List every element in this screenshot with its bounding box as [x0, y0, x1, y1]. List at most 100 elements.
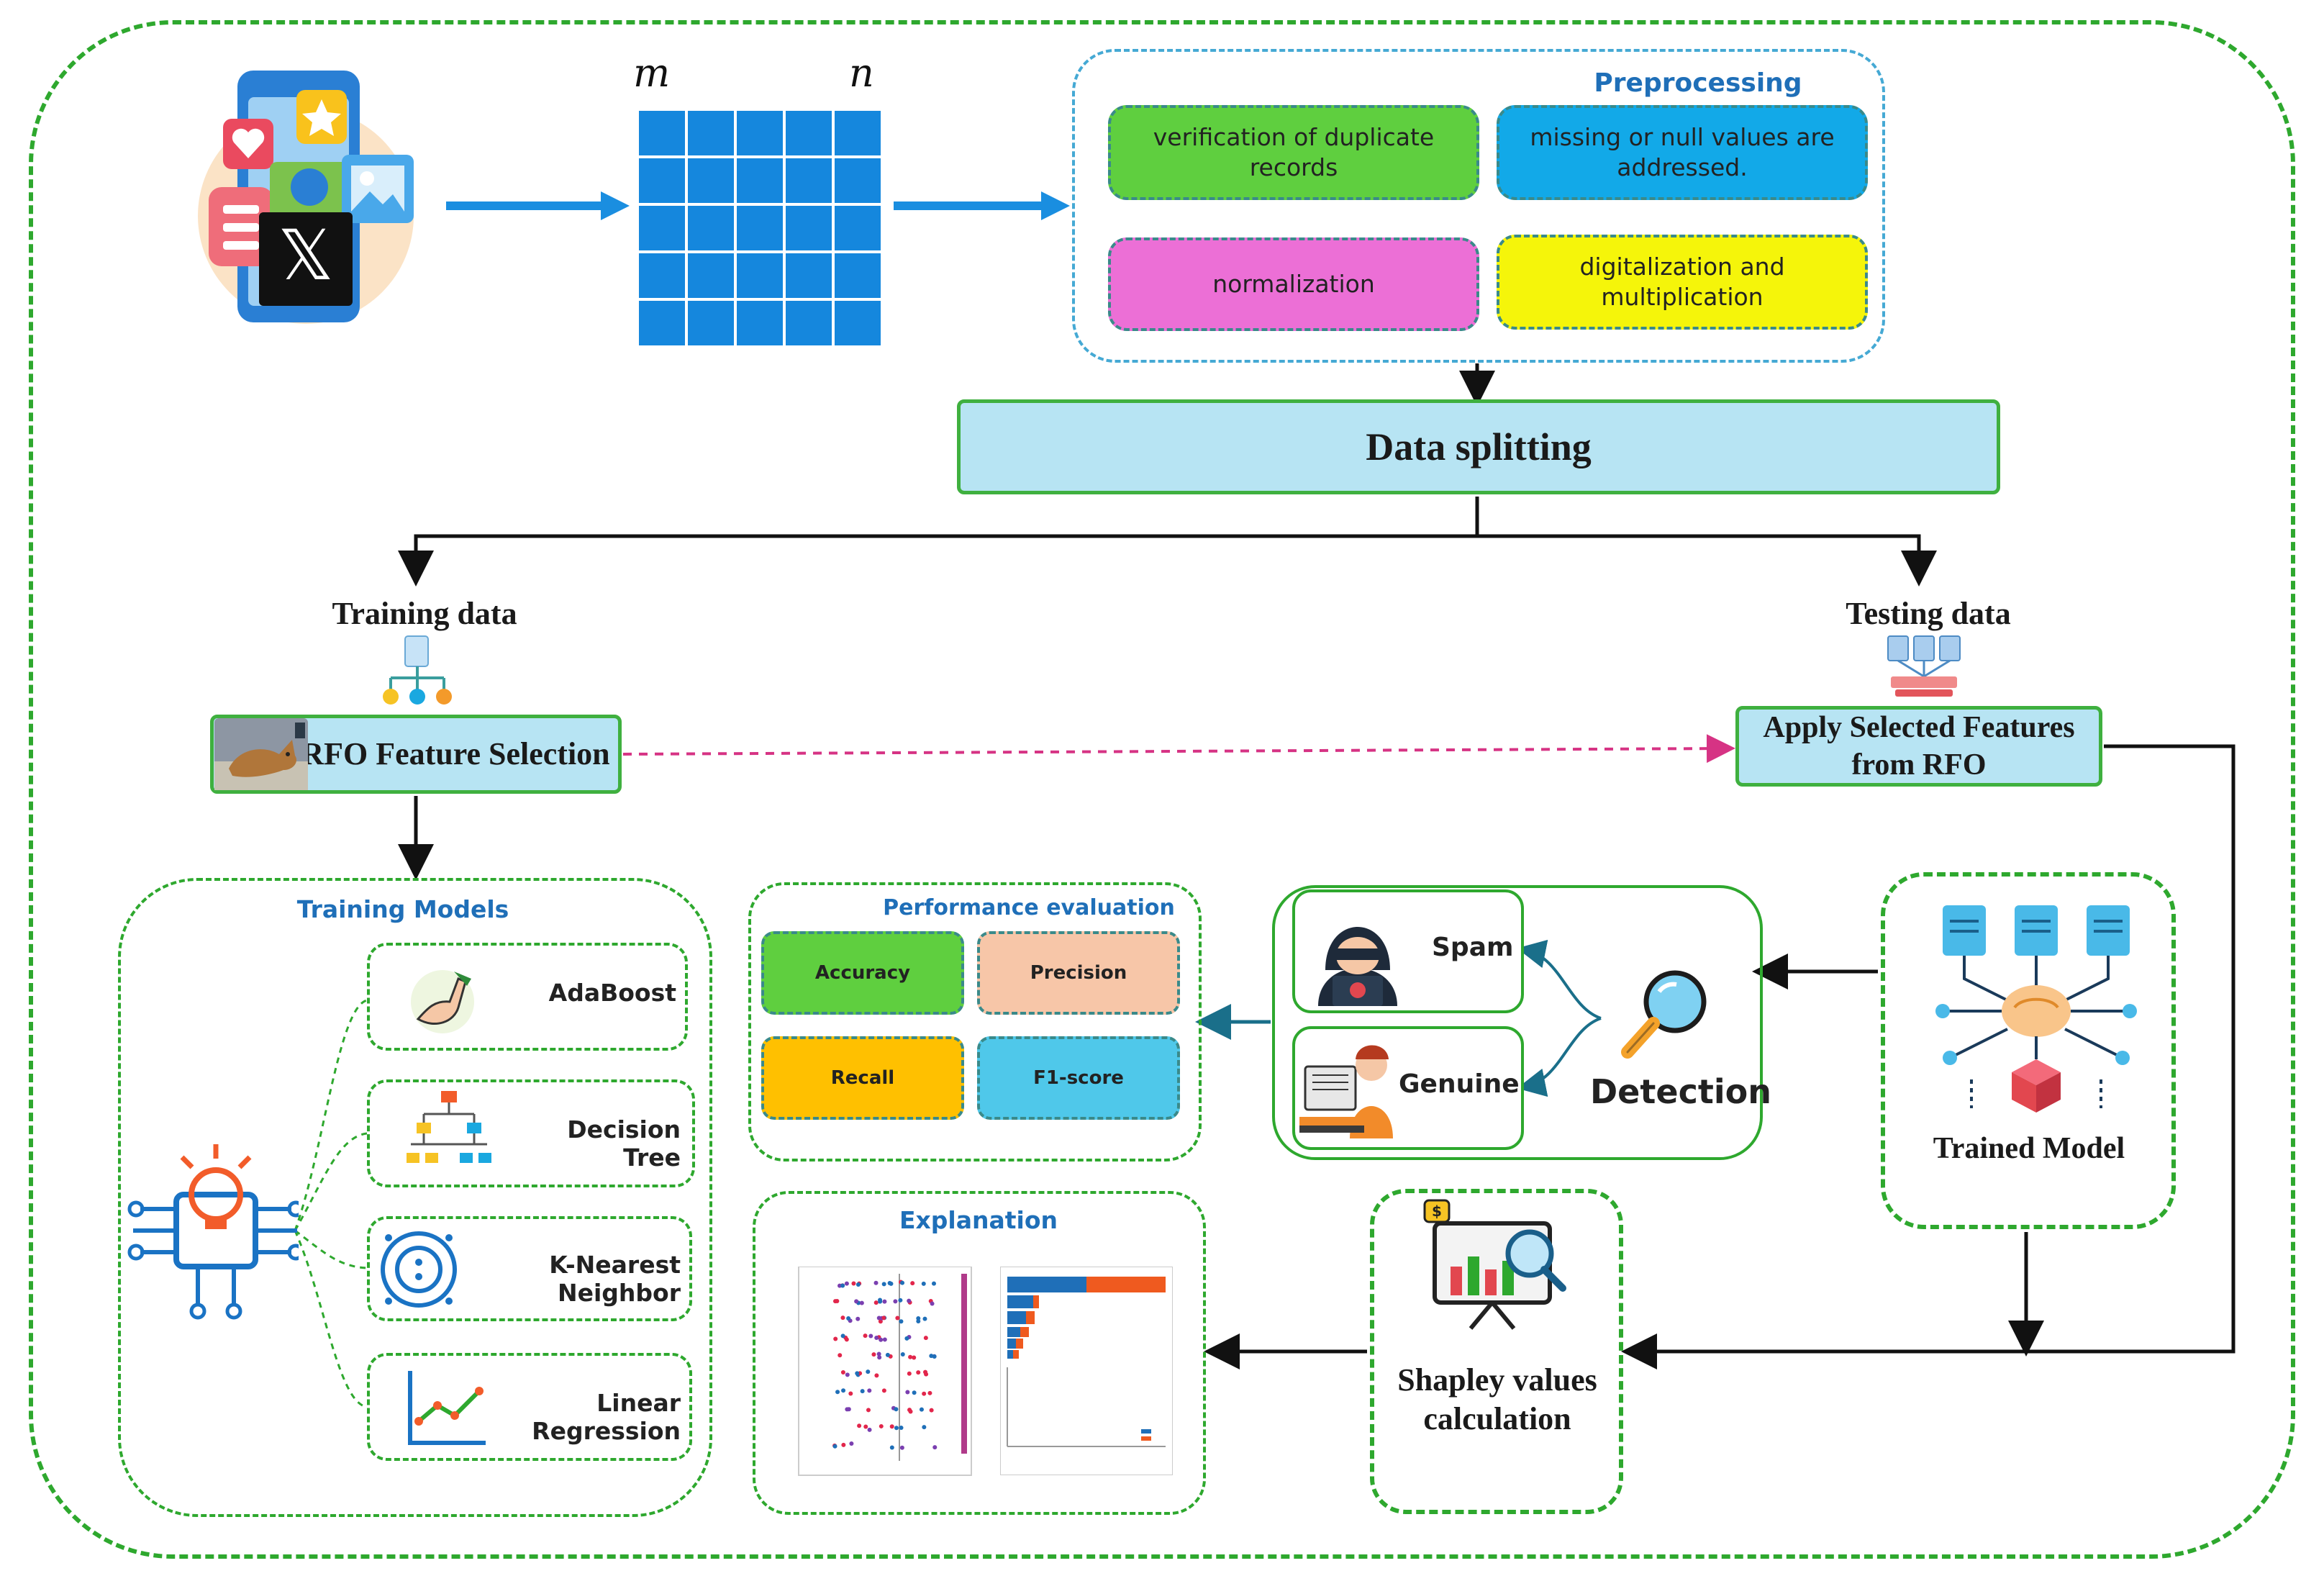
metric-precision: Precision — [977, 931, 1180, 1015]
trained-model-brain-icon — [1935, 905, 2137, 1113]
beeswarm-point — [882, 1337, 887, 1342]
fox-image — [214, 718, 308, 790]
training-models-title: Training Models — [296, 895, 509, 923]
preprocessing-title: Preprocessing — [1594, 68, 1802, 98]
beeswarm-point — [905, 1390, 910, 1395]
adaboost-icon — [411, 970, 474, 1033]
matrix-cell — [737, 111, 783, 155]
beeswarm-point — [889, 1445, 894, 1450]
beeswarm-point — [930, 1301, 935, 1306]
spam-label: Spam — [1432, 933, 1514, 962]
beeswarm-point — [878, 1299, 883, 1304]
beeswarm-point — [894, 1426, 899, 1431]
preprocessing-missing-values: missing or null values are addressed. — [1497, 105, 1868, 200]
beeswarm-point — [873, 1300, 879, 1305]
beeswarm-point — [855, 1371, 860, 1376]
matrix-cell — [639, 301, 685, 345]
shapley-label: Shapley values calculation — [1397, 1362, 1597, 1436]
beeswarm-point — [922, 1316, 927, 1321]
metric-recall: Recall — [761, 1036, 964, 1120]
outer-frame — [29, 20, 2295, 1559]
beeswarm-point — [867, 1427, 872, 1432]
matrix-cell — [737, 158, 783, 203]
beeswarm-point — [923, 1369, 928, 1375]
beeswarm-point — [848, 1391, 853, 1396]
beeswarm-point — [904, 1336, 909, 1341]
beeswarm-point — [863, 1333, 868, 1339]
shap-beeswarm-plot — [798, 1267, 972, 1476]
arrow-to-matrix — [446, 191, 630, 220]
beeswarm-point — [912, 1355, 917, 1360]
beeswarm-point — [876, 1351, 881, 1357]
metric-accuracy: Accuracy — [761, 931, 964, 1015]
arrow-to-preprocessing — [894, 191, 1070, 220]
beeswarm-point — [881, 1315, 886, 1321]
beeswarm-point — [879, 1337, 884, 1342]
preprocessing-normalization: normalization — [1108, 237, 1479, 331]
matrix-cell — [835, 301, 881, 345]
testing-data-icon — [1887, 635, 1961, 697]
beeswarm-point — [899, 1425, 904, 1430]
beeswarm-point — [859, 1300, 864, 1305]
training-data-icon — [383, 635, 452, 705]
beeswarm-point — [898, 1298, 903, 1303]
beeswarm-point — [893, 1299, 898, 1304]
beeswarm-point — [840, 1369, 845, 1375]
beeswarm-point — [921, 1281, 926, 1286]
magnifier-icon — [1621, 970, 1707, 1059]
beeswarm-point — [838, 1353, 843, 1358]
beeswarm-point — [916, 1370, 921, 1375]
matrix-cell — [688, 301, 734, 345]
beeswarm-point — [922, 1425, 927, 1430]
beeswarm-point — [867, 1388, 872, 1393]
beeswarm-point — [857, 1423, 862, 1428]
matrix-cell — [737, 253, 783, 298]
beeswarm-point — [845, 1372, 850, 1377]
matrix-cell — [639, 111, 685, 155]
matrix-cell — [737, 206, 783, 250]
shapley-chart-icon: $ — [1423, 1199, 1566, 1330]
beeswarm-point — [874, 1335, 879, 1340]
matrix-cell — [835, 158, 881, 203]
beeswarm-point — [916, 1319, 921, 1324]
beeswarm-point — [908, 1354, 913, 1359]
beeswarm-point — [895, 1315, 900, 1321]
explanation-title: Explanation — [899, 1205, 1058, 1234]
matrix-cell — [835, 253, 881, 298]
shap-bar-plot — [1000, 1267, 1173, 1475]
beeswarm-point — [868, 1333, 873, 1339]
training-models-container — [118, 878, 712, 1517]
beeswarm-point — [907, 1298, 912, 1303]
matrix-n-label: n — [849, 50, 874, 96]
beeswarm-point — [927, 1390, 932, 1395]
linear-regression-icon — [408, 1371, 486, 1445]
beeswarm-point — [849, 1441, 854, 1446]
matrix-cell — [688, 158, 734, 203]
preprocessing-duplicate-records: verification of duplicate records — [1108, 105, 1479, 200]
beeswarm-point — [846, 1315, 851, 1321]
beeswarm-point — [844, 1337, 849, 1342]
beeswarm-point — [877, 1355, 882, 1360]
matrix-cell — [786, 301, 832, 345]
beeswarm-point — [881, 1282, 886, 1287]
matrix-cell — [688, 253, 734, 298]
matrix-cell — [835, 206, 881, 250]
beeswarm-point — [871, 1352, 876, 1357]
beeswarm-point — [889, 1424, 894, 1429]
beeswarm-point — [900, 1352, 905, 1357]
data-splitting-box: Data splitting — [957, 399, 2000, 494]
beeswarm-point — [860, 1389, 865, 1394]
genuine-label: Genuine — [1399, 1069, 1520, 1099]
beeswarm-point — [899, 1319, 904, 1324]
apply-selected-features-box: Apply Selected Features from RFO — [1735, 706, 2102, 787]
model-decision-tree-label: Decision Tree — [567, 1115, 681, 1172]
shapley-container — [1370, 1189, 1623, 1514]
beeswarm-point — [854, 1299, 859, 1304]
beeswarm-point — [907, 1371, 912, 1376]
beeswarm-point — [863, 1424, 868, 1429]
beeswarm-point — [866, 1369, 871, 1375]
svg-text:𝕏: 𝕏 — [278, 215, 333, 296]
beeswarm-point — [841, 1388, 846, 1393]
matrix-cell — [786, 111, 832, 155]
beeswarm-point — [881, 1388, 886, 1393]
